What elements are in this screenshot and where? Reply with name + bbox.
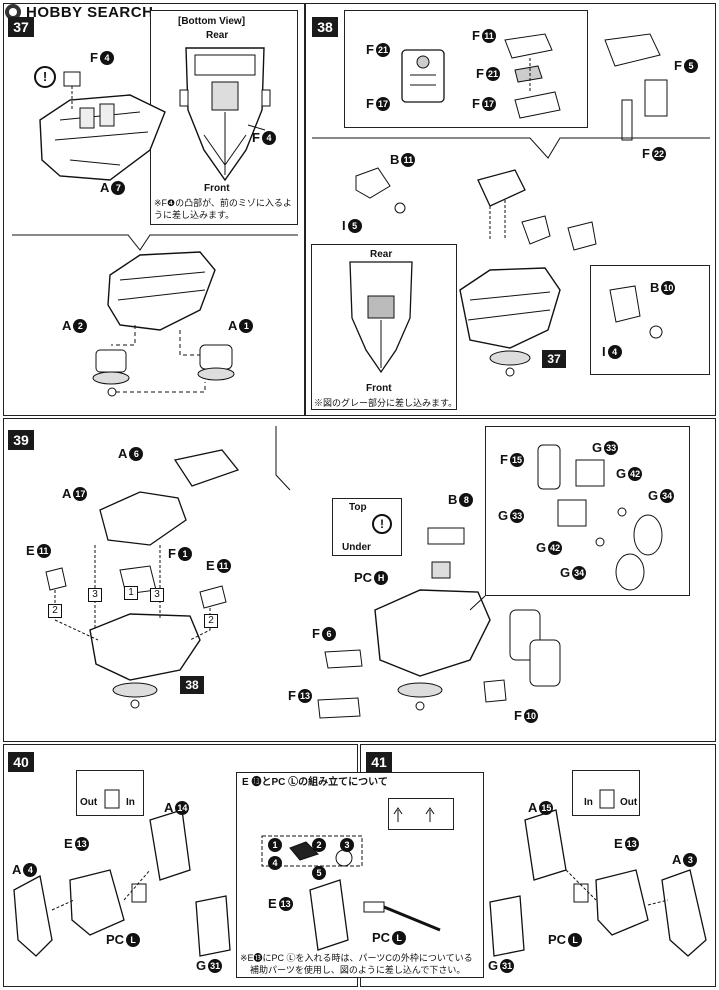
center-inner-box (388, 798, 454, 830)
center-num-5: 5 (312, 866, 326, 880)
sequence-square-2-left: 2 (48, 604, 62, 618)
ref-step-37: 37 (542, 350, 566, 368)
step41-out-label: Out (620, 797, 638, 808)
center-num-3: 3 (340, 838, 354, 852)
sequence-square-2-right: 2 (204, 614, 218, 628)
under-label: Under (342, 542, 371, 553)
step-number-38: 38 (312, 17, 338, 37)
center-note-line1: ※E⓭にPC Ⓛを入れる時は、パーツCの外枠についている (240, 953, 473, 963)
sequence-square-3-left: 3 (88, 588, 102, 602)
panel-step-37 (3, 3, 305, 416)
step40-in-label: In (126, 797, 135, 808)
step41-in-label: In (584, 797, 593, 808)
center-note-line2: 補助パーツを使用し、図のように差し込んで下さい。 (250, 965, 466, 975)
sequence-square-3-right: 3 (150, 588, 164, 602)
center-num-1: 1 (268, 838, 282, 852)
step-number-41: 41 (366, 752, 392, 772)
sequence-square-1: 1 (124, 586, 138, 600)
center-num-2: 2 (312, 838, 326, 852)
step38-rear: Rear (370, 249, 393, 260)
top-label: Top (349, 502, 367, 513)
center-num-4: 4 (268, 856, 282, 870)
logo-text: HOBBY SEARCH (26, 3, 154, 21)
panel-step-38 (305, 3, 716, 416)
hobby-search-logo-icon (5, 4, 21, 20)
step-number-39: 39 (8, 430, 34, 450)
bottom-view-rear: Rear (206, 30, 229, 41)
ref-step-38: 38 (180, 676, 204, 694)
step-number-37: 37 (8, 17, 34, 37)
panel-step-39 (3, 418, 716, 742)
bottom-view-title: [Bottom View] (178, 16, 246, 27)
step40-out-label: Out (80, 797, 98, 808)
step38-note: ※図のグレー部分に差し込みます。 (314, 398, 458, 408)
step38-front: Front (366, 383, 392, 394)
step-number-40: 40 (8, 752, 34, 772)
step37-note: ※F❹の凸部が、前のミゾに入るように差し込みます。 (154, 198, 292, 220)
center-box-title: E ⓭とPC Ⓛの組み立てについて (242, 777, 388, 788)
bottom-view-front: Front (204, 183, 230, 194)
header: HOBBY SEARCH (4, 2, 153, 22)
caution-icon: ! (34, 66, 56, 88)
caution-icon-top-under: ! (372, 514, 392, 534)
